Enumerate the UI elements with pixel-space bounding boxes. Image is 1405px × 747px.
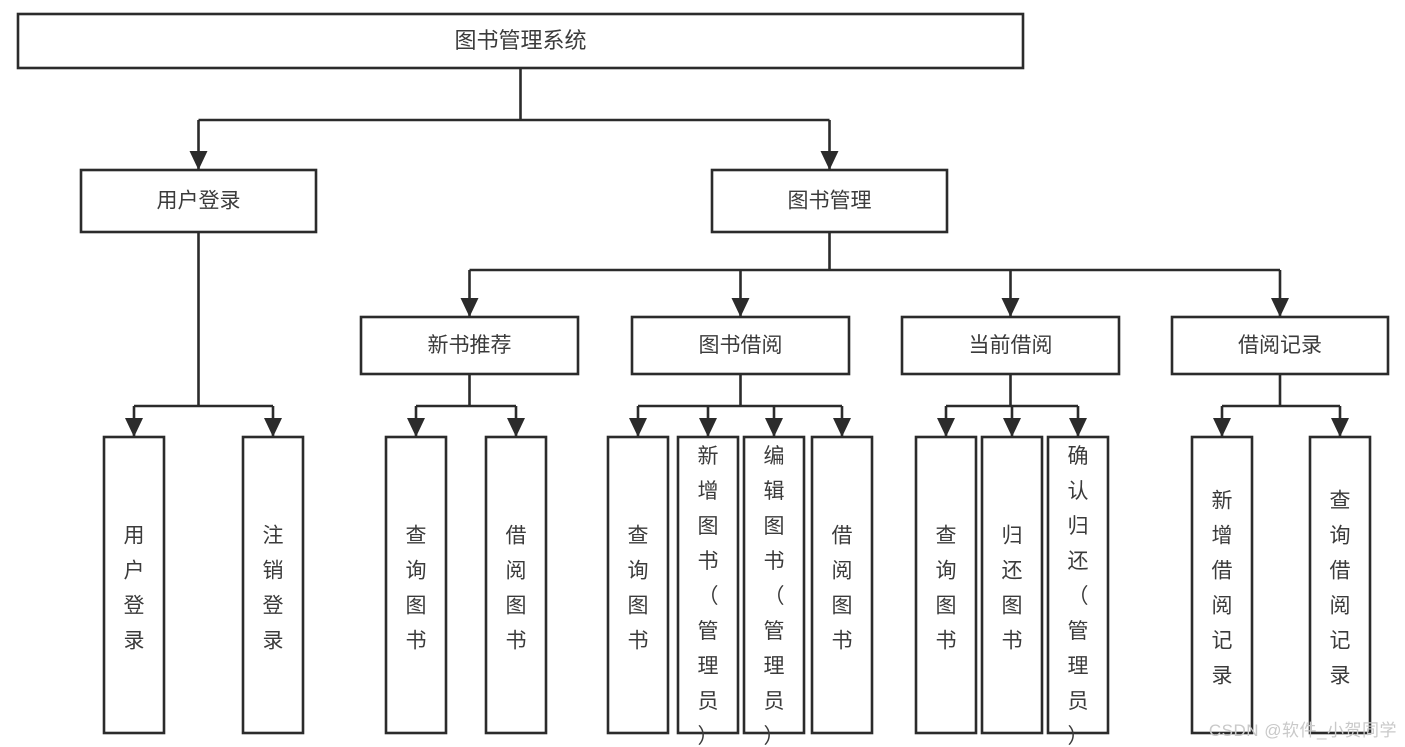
level2-node-rect bbox=[710, 168, 949, 234]
leaf-node-rect bbox=[1190, 435, 1254, 735]
leaf-node-rect bbox=[1308, 435, 1372, 735]
level3-node-rect bbox=[359, 315, 580, 376]
level3-node-3[interactable]: 当前借阅 bbox=[900, 315, 1121, 376]
leaf-node-9[interactable]: 查询图书 bbox=[914, 435, 978, 735]
leaf-node-12[interactable]: 新增借阅记录 bbox=[1190, 435, 1254, 735]
leaf-node-7[interactable]: 编辑图书（管理员） bbox=[742, 435, 806, 747]
connector-layer bbox=[125, 68, 1349, 437]
arrow-head-icon bbox=[629, 418, 647, 437]
arrow-head-icon bbox=[937, 418, 955, 437]
leaf-label: 新增借阅记录 bbox=[1212, 489, 1233, 687]
node-label: 图书管理 bbox=[788, 190, 872, 213]
root-node-rect bbox=[16, 12, 1025, 70]
level3-node-rect bbox=[630, 315, 851, 376]
leaf-node-6[interactable]: 新增图书（管理员） bbox=[676, 435, 740, 747]
root-node-1[interactable]: 图书管理系统 bbox=[16, 12, 1025, 70]
arrow-head-icon bbox=[1271, 298, 1289, 317]
leaf-node-rect bbox=[742, 435, 806, 735]
leaf-node-4[interactable]: 借阅图书 bbox=[484, 435, 548, 735]
leaf-label: 编辑图书（管理员） bbox=[764, 445, 785, 747]
level3-node-rect bbox=[900, 315, 1121, 376]
leaf-node-3[interactable]: 查询图书 bbox=[384, 435, 448, 735]
arrow-head-icon bbox=[1003, 418, 1021, 437]
arrow-head-icon bbox=[460, 298, 479, 317]
leaf-label: 确认归还（管理员） bbox=[1068, 445, 1089, 747]
level3-node-rect bbox=[1170, 315, 1390, 376]
node-label: 用户登录 bbox=[157, 190, 241, 213]
arrow-head-icon bbox=[833, 418, 851, 437]
leaf-node-rect bbox=[606, 435, 670, 735]
arrow-head-icon bbox=[699, 418, 717, 437]
leaf-node-11[interactable]: 确认归还（管理员） bbox=[1046, 435, 1110, 747]
leaf-label: 查询图书 bbox=[406, 524, 427, 652]
leaf-label: 归还图书 bbox=[1002, 524, 1023, 652]
arrow-head-icon bbox=[507, 418, 525, 437]
leaf-node-2[interactable]: 注销登录 bbox=[241, 435, 305, 735]
arrow-head-icon bbox=[125, 418, 143, 437]
leaf-node-rect bbox=[810, 435, 874, 735]
arrow-head-icon bbox=[1331, 418, 1349, 437]
arrow-head-icon bbox=[264, 418, 282, 437]
node-label: 图书借阅 bbox=[699, 334, 783, 357]
leaf-node-5[interactable]: 查询图书 bbox=[606, 435, 670, 735]
leaf-label: 查询图书 bbox=[936, 524, 957, 652]
leaf-label: 新增图书（管理员） bbox=[698, 445, 719, 747]
leaf-node-rect bbox=[914, 435, 978, 735]
arrow-head-icon bbox=[731, 298, 750, 317]
arrow-head-icon bbox=[765, 418, 783, 437]
arrow-head-icon bbox=[407, 418, 425, 437]
leaf-node-13[interactable]: 查询借阅记录 bbox=[1308, 435, 1372, 735]
leaf-node-rect bbox=[384, 435, 448, 735]
leaf-node-1[interactable]: 用户登录 bbox=[102, 435, 166, 735]
arrow-head-icon bbox=[1213, 418, 1231, 437]
leaf-node-10[interactable]: 归还图书 bbox=[980, 435, 1044, 735]
leaf-node-rect bbox=[1046, 435, 1110, 735]
leaf-label: 注销登录 bbox=[263, 524, 284, 652]
leaf-node-rect bbox=[980, 435, 1044, 735]
leaf-label: 查询图书 bbox=[628, 524, 649, 652]
arrow-head-icon bbox=[820, 151, 839, 170]
leaf-label: 查询借阅记录 bbox=[1330, 489, 1351, 687]
node-label: 借阅记录 bbox=[1238, 334, 1322, 357]
node-layer: 图书管理系统用户登录图书管理新书推荐图书借阅当前借阅借阅记录用户登录注销登录查询… bbox=[16, 12, 1390, 747]
node-label: 当前借阅 bbox=[969, 334, 1053, 357]
leaf-label: 借阅图书 bbox=[832, 524, 853, 652]
leaf-node-rect bbox=[484, 435, 548, 735]
arrow-head-icon bbox=[1069, 418, 1087, 437]
level2-node-2[interactable]: 图书管理 bbox=[710, 168, 949, 234]
leaf-node-rect bbox=[102, 435, 166, 735]
arrow-head-icon bbox=[1001, 298, 1020, 317]
leaf-label: 用户登录 bbox=[124, 524, 145, 652]
node-label: 新书推荐 bbox=[428, 334, 512, 357]
leaf-node-8[interactable]: 借阅图书 bbox=[810, 435, 874, 735]
level2-node-rect bbox=[79, 168, 318, 234]
arrow-head-icon bbox=[189, 151, 208, 170]
level3-node-4[interactable]: 借阅记录 bbox=[1170, 315, 1390, 376]
level3-node-2[interactable]: 图书借阅 bbox=[630, 315, 851, 376]
leaf-node-rect bbox=[241, 435, 305, 735]
level2-node-1[interactable]: 用户登录 bbox=[79, 168, 318, 234]
leaf-node-rect bbox=[676, 435, 740, 735]
leaf-label: 借阅图书 bbox=[506, 524, 527, 652]
level3-node-1[interactable]: 新书推荐 bbox=[359, 315, 580, 376]
node-label: 图书管理系统 bbox=[454, 28, 586, 53]
